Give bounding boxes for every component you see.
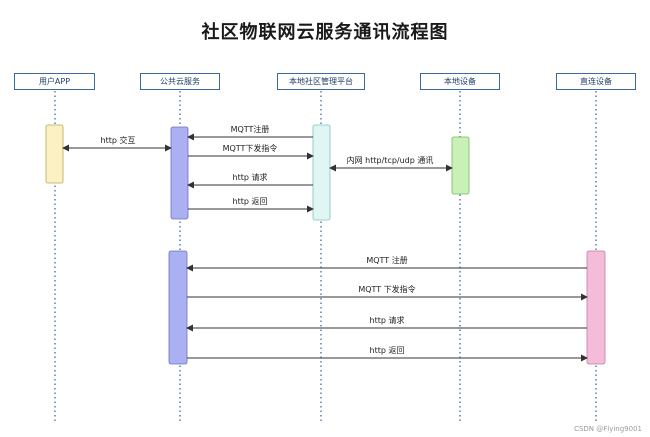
- label-http-interact: http 交互: [101, 135, 136, 145]
- participant-platform: 本地社区管理平台: [277, 73, 365, 90]
- label-mqtt-register-1: MQTT注册: [231, 124, 270, 134]
- label-mqtt-command-1: MQTT下发指令: [223, 143, 278, 153]
- label-http-response-2: http 返回: [370, 346, 405, 355]
- watermark: CSDN @Flying9001: [574, 425, 642, 433]
- activation-app: [45, 124, 64, 184]
- activation-cloud-2: [168, 250, 188, 365]
- participant-app: 用户APP: [14, 73, 95, 90]
- activation-direct: [586, 250, 606, 365]
- activation-device: [451, 136, 470, 195]
- participant-cloud: 公共云服务: [140, 73, 220, 90]
- participant-direct: 直连设备: [556, 73, 636, 90]
- label-http-response-1: http 返回: [233, 197, 268, 206]
- activation-cloud-1: [170, 126, 189, 220]
- participant-device: 本地设备: [420, 73, 500, 90]
- label-http-request-1: http 请求: [233, 172, 268, 182]
- diagram-title: 社区物联网云服务通讯流程图: [201, 22, 449, 43]
- label-mqtt-command-2: MQTT 下发指令: [358, 284, 415, 294]
- label-http-request-2: http 请求: [370, 315, 405, 325]
- label-lan-comm: 内网 http/tcp/udp 通讯: [347, 155, 434, 165]
- label-mqtt-register-2: MQTT 注册: [366, 255, 407, 265]
- activation-platform: [312, 124, 331, 221]
